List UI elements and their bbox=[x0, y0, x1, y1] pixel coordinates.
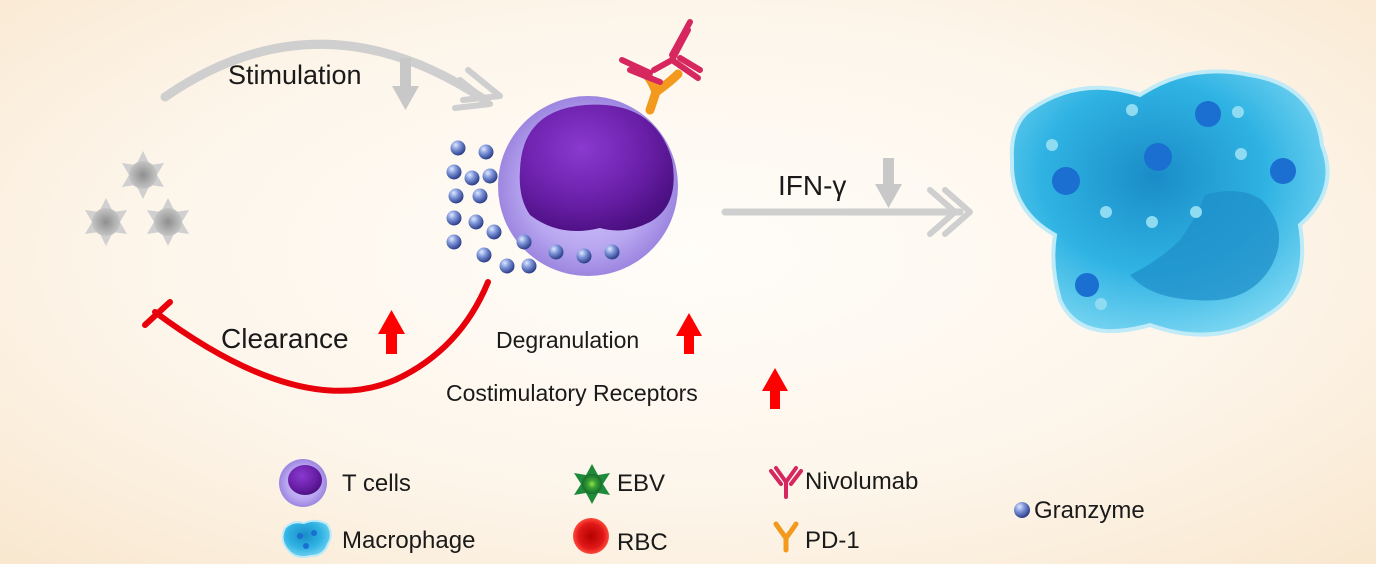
costimulatory-up-arrow-icon bbox=[762, 368, 788, 409]
granzyme-granule bbox=[472, 188, 488, 204]
granzyme-granule bbox=[576, 248, 592, 264]
ebv-virus-icon bbox=[147, 198, 189, 246]
clearance-label: Clearance bbox=[221, 323, 349, 354]
legend-t-cell-icon bbox=[279, 459, 327, 507]
granzyme-granule bbox=[446, 210, 462, 226]
stimulation-label: Stimulation bbox=[228, 60, 362, 90]
clearance-inhibit-arrow bbox=[142, 279, 491, 394]
stimulation-down-arrow-icon bbox=[392, 58, 419, 110]
ebv-virus-icon bbox=[85, 198, 127, 246]
legend-granzyme-icon bbox=[1014, 502, 1030, 518]
granzyme-granule bbox=[486, 224, 502, 240]
nivolumab-antibody-icon bbox=[619, 19, 703, 85]
granzyme-granule bbox=[604, 244, 620, 260]
granzyme-granule bbox=[446, 164, 462, 180]
legend-pd1-icon bbox=[773, 521, 799, 553]
granzyme-granule bbox=[478, 144, 494, 160]
clearance-up-arrow-icon bbox=[378, 310, 405, 354]
stimulation-arrow bbox=[160, 39, 503, 111]
granzyme-granule bbox=[548, 244, 564, 260]
ifn-down-arrow-icon bbox=[875, 158, 902, 208]
granzyme-granule bbox=[446, 234, 462, 250]
granzyme-granules bbox=[446, 140, 620, 274]
legend-macrophage-icon bbox=[281, 519, 332, 559]
legend-rbc-icon bbox=[573, 518, 609, 554]
legend-ebv-icon bbox=[574, 464, 610, 504]
granzyme-granule bbox=[521, 258, 537, 274]
granzyme-granule bbox=[476, 247, 492, 263]
degranulation-label: Degranulation bbox=[496, 327, 639, 353]
granzyme-granule bbox=[516, 234, 532, 250]
ebv-virus-icon bbox=[122, 151, 164, 199]
t-cell-icon bbox=[498, 96, 678, 276]
granzyme-granule bbox=[464, 170, 480, 186]
legend-nivolumab-icon bbox=[769, 466, 803, 499]
ebv-virus-group bbox=[85, 151, 189, 246]
granzyme-granule bbox=[448, 188, 464, 204]
ifn-gamma-label: IFN-γ bbox=[778, 170, 846, 201]
granzyme-granule bbox=[468, 214, 484, 230]
ifn-gamma-arrow bbox=[721, 187, 973, 237]
costimulatory-label: Costimulatory Receptors bbox=[446, 380, 698, 406]
macrophage-icon bbox=[1009, 69, 1330, 337]
granzyme-granule bbox=[450, 140, 466, 156]
granzyme-granule bbox=[482, 168, 498, 184]
granzyme-granule bbox=[499, 258, 515, 274]
degranulation-up-arrow-icon bbox=[676, 313, 702, 354]
